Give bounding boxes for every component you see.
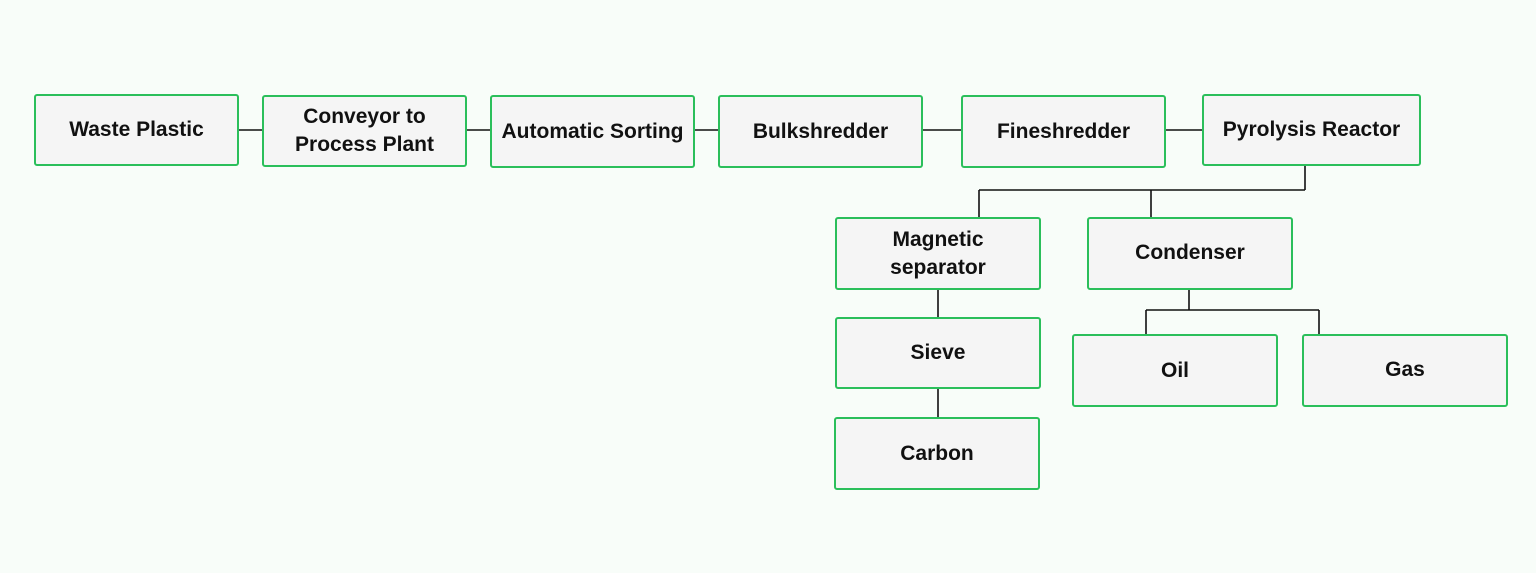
node-sieve: Sieve xyxy=(835,317,1041,389)
node-carbon: Carbon xyxy=(834,417,1040,490)
node-magnetic-separator: Magnetic separator xyxy=(835,217,1041,290)
node-waste-plastic: Waste Plastic xyxy=(34,94,239,166)
node-conveyor: Conveyor to Process Plant xyxy=(262,95,467,167)
node-fineshredder: Fineshredder xyxy=(961,95,1166,168)
node-condenser: Condenser xyxy=(1087,217,1293,290)
node-oil: Oil xyxy=(1072,334,1278,407)
node-gas: Gas xyxy=(1302,334,1508,407)
node-bulkshredder: Bulkshredder xyxy=(718,95,923,168)
node-pyrolysis-reactor: Pyrolysis Reactor xyxy=(1202,94,1421,166)
node-automatic-sorting: Automatic Sorting xyxy=(490,95,695,168)
